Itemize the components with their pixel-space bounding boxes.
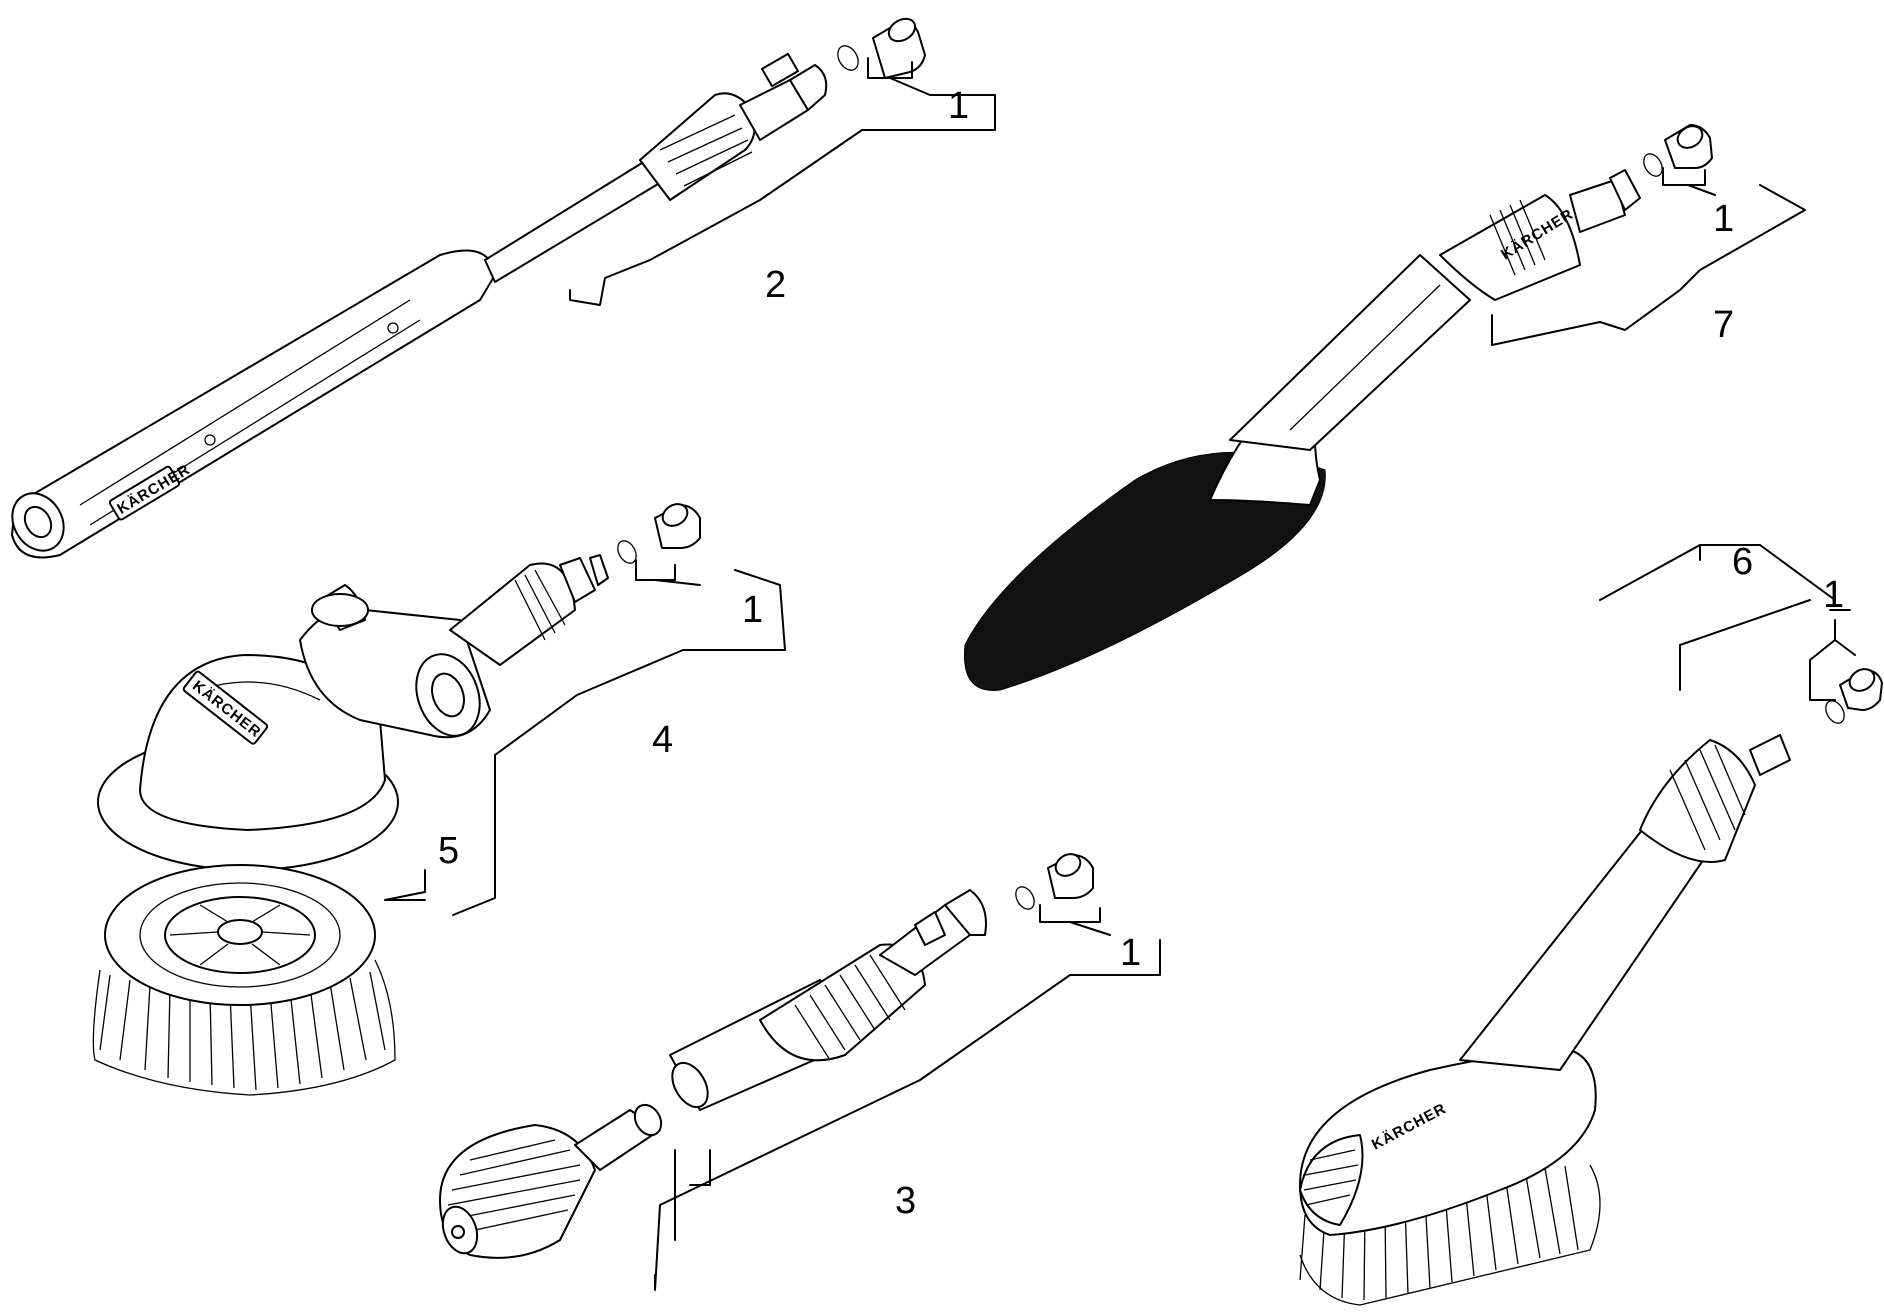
callout-label: 1 xyxy=(742,589,763,631)
callout-label: 2 xyxy=(765,264,786,306)
leader-1e xyxy=(1599,544,1856,701)
callout-label: 4 xyxy=(652,719,673,761)
wash-brush-drawing: KÄRCHER xyxy=(1299,734,1791,1306)
callout-label: 7 xyxy=(1713,304,1734,346)
leader-1c xyxy=(452,559,786,916)
callout-label: 6 xyxy=(1732,541,1753,583)
callout-label: 1 xyxy=(1120,932,1141,974)
leader-1a xyxy=(569,57,996,306)
wheel-brush-drawing: KÄRCHER xyxy=(963,169,1641,691)
nozzle-1b-drawing xyxy=(1643,124,1713,177)
dirt-blaster-drawing xyxy=(439,889,987,1259)
callout-label: 1 xyxy=(1823,574,1844,616)
leader-1d xyxy=(654,904,1161,1291)
callout-label: 3 xyxy=(895,1180,916,1222)
callout-label: 1 xyxy=(948,85,969,127)
callout-label: 1 xyxy=(1713,198,1734,240)
spray-lance-drawing: KÄRCHER xyxy=(11,52,828,559)
leader-5 xyxy=(384,869,426,901)
leader-1b xyxy=(1491,167,1806,346)
nozzle-1e-drawing xyxy=(1825,668,1883,724)
brush-head-drawing xyxy=(92,864,396,1096)
callout-label: 5 xyxy=(438,830,459,872)
rotary-brush-drawing: KÄRCHER xyxy=(97,554,609,871)
nozzle-1c-drawing xyxy=(617,503,701,564)
nozzle-1d-drawing xyxy=(1015,853,1094,910)
